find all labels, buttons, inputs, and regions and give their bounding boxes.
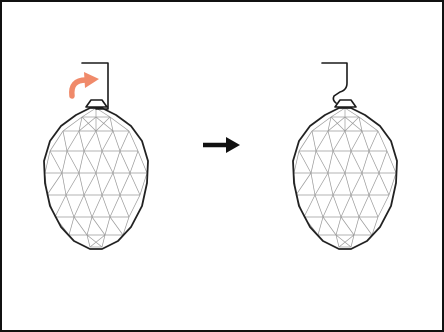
- facet-line: [79, 151, 84, 173]
- facet-line: [84, 151, 96, 173]
- facet-line: [333, 195, 341, 217]
- facet-line: [50, 151, 62, 173]
- facet-line: [102, 131, 113, 151]
- facet-line: [69, 217, 74, 235]
- facet-line: [345, 131, 351, 151]
- facet-line: [50, 131, 63, 151]
- facet-line: [316, 131, 328, 151]
- facet-line: [351, 195, 359, 217]
- facet-line: [316, 151, 328, 173]
- facet-line: [359, 217, 372, 235]
- facet-line: [369, 151, 379, 173]
- facet-line: [351, 151, 362, 173]
- facet-line: [55, 195, 66, 217]
- hook-wire-right: [322, 63, 347, 103]
- facet-line: [312, 131, 316, 151]
- facet-line: [96, 151, 102, 173]
- facet-line: [369, 173, 379, 195]
- facet-line: [304, 195, 315, 217]
- facet-line: [96, 173, 102, 195]
- facet-line: [84, 195, 92, 217]
- facet-line: [328, 151, 333, 173]
- facet-line: [113, 173, 120, 195]
- facet-line: [351, 173, 362, 195]
- facet-line: [341, 195, 351, 217]
- facet-line: [120, 151, 130, 173]
- facet-line: [66, 195, 74, 217]
- facet-line: [102, 195, 110, 217]
- facet-line: [84, 131, 96, 151]
- facet-line: [105, 217, 110, 235]
- facet-line: [369, 131, 378, 151]
- right-arrow-icon: [203, 137, 240, 153]
- facet-line: [296, 173, 311, 195]
- facet-line: [74, 195, 84, 217]
- facet-line: [92, 195, 102, 217]
- facet-line: [110, 217, 123, 235]
- rotation-arrow-icon: [72, 72, 99, 96]
- facet-line: [362, 151, 369, 173]
- facet-line: [62, 173, 66, 195]
- facet-line: [345, 151, 351, 173]
- facet-line: [102, 173, 113, 195]
- facet-line: [341, 217, 354, 235]
- facet-line: [362, 131, 369, 151]
- facet-line: [333, 131, 345, 151]
- facet-line: [328, 173, 333, 195]
- facet-line: [345, 173, 351, 195]
- facet-line: [311, 151, 316, 173]
- facet-line: [67, 151, 79, 173]
- facet-line: [379, 151, 387, 173]
- facet-line: [379, 173, 389, 195]
- facet-line: [362, 173, 369, 195]
- facet-line: [359, 195, 369, 217]
- facet-line: [79, 131, 84, 151]
- facet-line: [354, 217, 359, 235]
- facet-line: [323, 217, 336, 235]
- facet-line: [63, 131, 67, 151]
- facet-line: [66, 173, 79, 195]
- crystal-ball-left: [44, 108, 148, 249]
- facet-line: [333, 151, 345, 173]
- facet-line: [315, 173, 328, 195]
- facet-line: [84, 173, 96, 195]
- facet-line: [120, 173, 130, 195]
- facet-line: [47, 173, 62, 195]
- facet-line: [333, 173, 345, 195]
- facet-line: [311, 173, 315, 195]
- facet-line: [92, 217, 105, 235]
- facet-line: [79, 173, 84, 195]
- cap-loop-left: [86, 100, 107, 107]
- facet-line: [318, 217, 323, 235]
- facet-line: [130, 173, 140, 195]
- facet-line: [102, 151, 113, 173]
- facet-line: [96, 131, 102, 151]
- before-panel: [44, 63, 148, 249]
- facet-line: [299, 131, 312, 151]
- facet-line: [113, 131, 120, 151]
- facet-line: [328, 131, 333, 151]
- facet-line: [74, 217, 87, 235]
- facet-line: [113, 151, 120, 173]
- facet-line: [110, 195, 120, 217]
- after-panel: [293, 63, 397, 249]
- facet-line: [315, 195, 323, 217]
- facet-line: [369, 195, 378, 217]
- facet-line: [62, 151, 67, 173]
- facet-line: [87, 217, 92, 235]
- cap-loop-right: [335, 100, 356, 107]
- facet-line: [351, 131, 362, 151]
- facet-line: [336, 217, 341, 235]
- facet-line: [67, 131, 79, 151]
- facet-line: [323, 195, 333, 217]
- crystal-ball-right: [293, 108, 397, 249]
- facet-line: [120, 131, 129, 151]
- facet-line: [130, 151, 138, 173]
- facet-line: [299, 151, 311, 173]
- facet-line: [120, 195, 129, 217]
